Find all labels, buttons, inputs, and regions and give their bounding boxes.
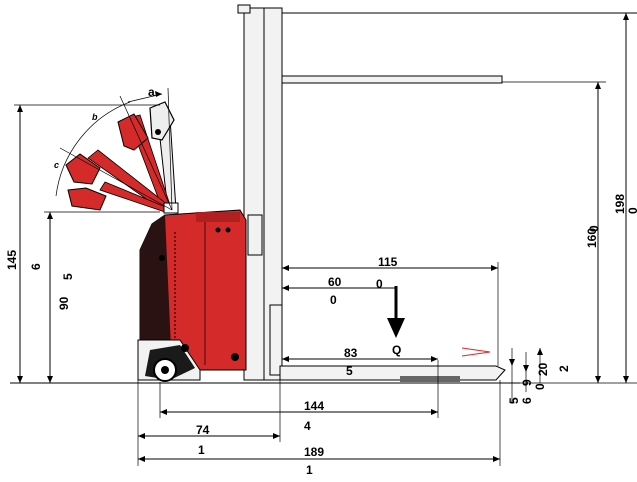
body-bolt-2 bbox=[225, 227, 231, 233]
dim-9-label: 9 bbox=[520, 379, 534, 386]
dim-189-label: 189 bbox=[304, 445, 324, 459]
dim-90-arrow-top bbox=[47, 212, 53, 219]
vertical-dimensions-right: 160 0 198 0 5 9 6 20 2 0 bbox=[461, 13, 637, 404]
tiller-head-pos3 bbox=[65, 153, 101, 185]
dim-60-arrow-left bbox=[282, 285, 289, 291]
dim-20-arrow bbox=[537, 348, 543, 355]
dim-20-label: 20 bbox=[536, 362, 550, 376]
dim-83-arrow-right bbox=[431, 356, 438, 362]
mast-outer-rail bbox=[243, 7, 265, 381]
dim-145-sub: 6 bbox=[29, 263, 43, 270]
dim-144-label: 144 bbox=[304, 399, 324, 413]
angle-b-label: b bbox=[92, 112, 98, 122]
dim-145-arrow-bottom bbox=[17, 376, 23, 383]
dim-115-label: 115 bbox=[378, 255, 398, 269]
dim-83-label: 83 bbox=[344, 346, 358, 360]
dim-189-sub: 1 bbox=[306, 463, 313, 477]
mast-inner-rail bbox=[263, 7, 283, 381]
dim-198-label: 198 bbox=[613, 194, 627, 214]
angle-arc-outer bbox=[55, 101, 131, 197]
dim-60-sub2: 0 bbox=[376, 277, 383, 291]
dim-145-arrow-top bbox=[17, 105, 23, 112]
dim-198-arrow-bottom bbox=[623, 376, 629, 383]
fork-load-roller bbox=[400, 376, 460, 382]
fork-blade bbox=[279, 365, 506, 381]
dim-74-arrow-right bbox=[273, 433, 280, 439]
load-indicator: Q bbox=[387, 286, 405, 357]
truck-body bbox=[139, 209, 247, 371]
dim-83-sub: 5 bbox=[346, 364, 353, 378]
dim-160-sub: 0 bbox=[587, 225, 601, 232]
drive-wheel-hub bbox=[161, 366, 169, 374]
dim-160-label: 160 bbox=[585, 228, 599, 248]
body-front-panel bbox=[140, 215, 172, 370]
tiller-angle-arcs: a b c bbox=[54, 85, 173, 211]
load-arrow-head bbox=[387, 318, 405, 338]
dim-144-arrow-right bbox=[431, 409, 438, 415]
raised-fork-blade bbox=[281, 75, 503, 84]
dim-160-arrow-bottom bbox=[595, 376, 601, 383]
dim-160-arrow-top bbox=[595, 82, 601, 89]
tiller-positions bbox=[65, 101, 179, 214]
angle-ray-vertical bbox=[167, 87, 173, 211]
load-q-label: Q bbox=[392, 343, 401, 357]
body-bolt-1 bbox=[215, 227, 221, 233]
raised-forks bbox=[281, 12, 637, 84]
dim-115-arrow-left bbox=[282, 265, 289, 271]
angle-a-arrow bbox=[155, 91, 162, 97]
dim-9-arrow bbox=[523, 365, 529, 372]
angle-c-label: c bbox=[54, 160, 59, 170]
caster-pivot bbox=[181, 344, 189, 352]
angle-ray-c bbox=[59, 147, 173, 211]
angle-a-label: a bbox=[148, 85, 155, 99]
dim-74-sub: 1 bbox=[198, 443, 205, 457]
dim-74-arrow-left bbox=[138, 433, 145, 439]
mast bbox=[237, 4, 283, 381]
drive-wheel-assembly bbox=[137, 339, 201, 382]
dim-189-arrow-right bbox=[493, 456, 500, 462]
dim-9-sub: 6 bbox=[520, 397, 534, 404]
fork-tip-red-mark bbox=[461, 347, 491, 357]
vertical-dimensions-left: 145 6 90 5 bbox=[5, 104, 160, 383]
dim-0-label: 0 bbox=[533, 383, 547, 390]
dim-90-arrow-bottom bbox=[47, 376, 53, 383]
dim-90-label: 90 bbox=[57, 296, 71, 310]
dim-90-sub: 5 bbox=[61, 273, 75, 280]
dim-5-arrow bbox=[509, 359, 515, 366]
dim-83-arrow-left bbox=[282, 356, 289, 362]
dim-144-arrow-left bbox=[160, 409, 167, 415]
dim-5-label: 5 bbox=[507, 397, 521, 404]
mast-cylinder bbox=[247, 214, 263, 256]
dim-144-sub: 4 bbox=[304, 419, 311, 433]
mast-top-cap bbox=[237, 4, 251, 14]
mast-lower-plate bbox=[269, 304, 283, 376]
dim-74-label: 74 bbox=[196, 423, 210, 437]
horizontal-dimensions: 115 60 0 0 83 5 144 4 74 1 189 bbox=[137, 255, 501, 477]
body-top-cover bbox=[196, 212, 240, 222]
dim-115-arrow-right bbox=[491, 265, 498, 271]
dim-198-sub: 0 bbox=[626, 207, 637, 214]
body-indicator-light bbox=[159, 255, 165, 261]
tiller-head-pos4 bbox=[67, 187, 107, 211]
angle-ray-b bbox=[119, 95, 173, 211]
dim-145-label: 145 bbox=[5, 250, 19, 270]
dim-198-arrow-top bbox=[623, 13, 629, 20]
dim-60-sub: 0 bbox=[330, 293, 337, 307]
dim-20-sub: 2 bbox=[557, 365, 571, 372]
dim-60-label: 60 bbox=[328, 275, 342, 289]
dim-189-arrow-left bbox=[138, 456, 145, 462]
lowered-forks bbox=[279, 365, 506, 382]
body-bolt-3 bbox=[231, 353, 239, 361]
tiller-head-upright-button bbox=[155, 129, 161, 135]
